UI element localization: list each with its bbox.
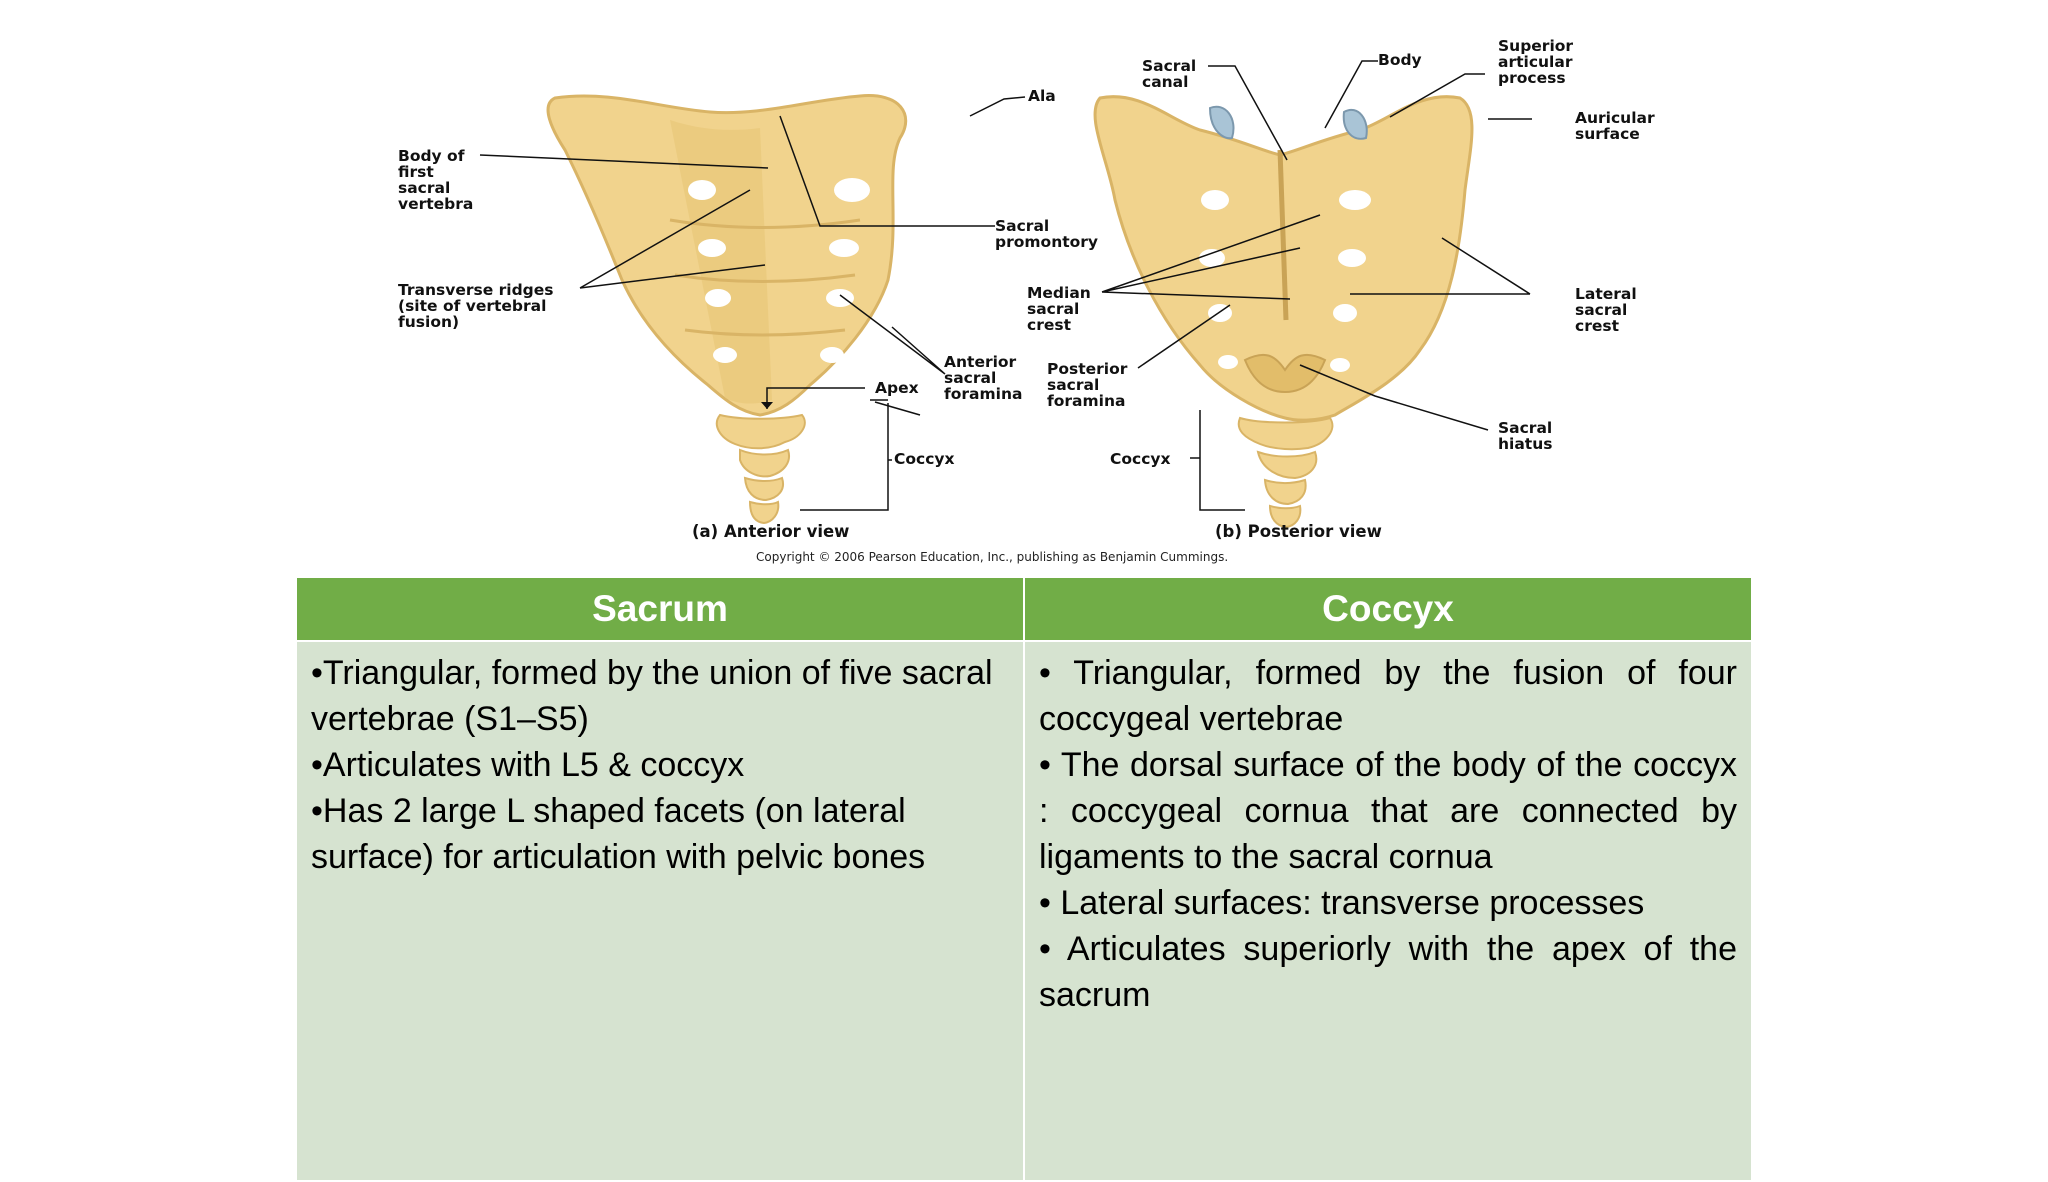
- cell-sacrum: •Triangular, formed by the union of five…: [295, 640, 1025, 1182]
- cell-coccyx: • Triangular, formed by the fusion of fo…: [1023, 640, 1753, 1182]
- label-coccyx-anterior: Coccyx: [894, 450, 955, 468]
- label-ala: Ala: [1028, 87, 1056, 105]
- sacrum-point-2: •Articulates with L5 & coccyx: [311, 746, 745, 784]
- coccyx-point-3: • Lateral surfaces: transverse processes: [1039, 884, 1645, 922]
- table-row: •Triangular, formed by the union of five…: [295, 640, 1753, 1182]
- sacrum-point-1: •Triangular, formed by the union of five…: [311, 654, 993, 738]
- label-lateral-crest: Lateral sacral crest: [1575, 285, 1637, 335]
- label-superior-articular: Superior articular process: [1498, 37, 1574, 87]
- comparison-table: Sacrum Coccyx •Triangular, formed by the…: [295, 576, 1753, 1182]
- label-median-crest: Median sacral crest: [1027, 284, 1091, 334]
- label-body-first-sacral: Body of first sacral vertebra: [398, 147, 474, 213]
- sacrum-coccyx-figure: Body of first sacral vertebra Transverse…: [340, 20, 1740, 580]
- coccyx-point-2: • The dorsal surface of the body of the …: [1039, 746, 1737, 876]
- label-transverse-ridges: Transverse ridges (site of vertebral fus…: [398, 281, 554, 331]
- sacrum-illustration: [479, 60, 1532, 529]
- label-body: Body: [1378, 51, 1422, 69]
- label-coccyx-posterior: Coccyx: [1110, 450, 1171, 468]
- label-sacral-hiatus: Sacral hiatus: [1498, 419, 1553, 453]
- header-coccyx: Coccyx: [1023, 576, 1753, 642]
- coccyx-point-1: • Triangular, formed by the fusion of fo…: [1039, 654, 1737, 738]
- label-sacral-canal: Sacral canal: [1142, 57, 1197, 91]
- leader-lines: [479, 60, 1532, 511]
- label-anterior-foramina: Anterior sacral foramina: [944, 353, 1023, 403]
- caption-anterior-view: (a) Anterior view: [692, 522, 850, 541]
- label-apex: Apex: [875, 379, 919, 397]
- label-auricular-surface: Auricular surface: [1575, 109, 1655, 143]
- label-sacral-promontory: Sacral promontory: [995, 217, 1099, 251]
- anterior-sacrum-drawing: [546, 94, 908, 525]
- header-sacrum: Sacrum: [295, 576, 1025, 642]
- figure-copyright: Copyright © 2006 Pearson Education, Inc.…: [756, 550, 1229, 564]
- posterior-sacrum-drawing: [1093, 95, 1474, 529]
- label-posterior-foramina: Posterior sacral foramina: [1047, 360, 1128, 410]
- coccyx-point-4: • Articulates superiorly with the apex o…: [1039, 930, 1737, 1014]
- caption-posterior-view: (b) Posterior view: [1215, 522, 1382, 541]
- sacrum-point-3: •Has 2 large L shaped facets (on lateral…: [311, 792, 926, 876]
- table-header-row: Sacrum Coccyx: [295, 576, 1753, 642]
